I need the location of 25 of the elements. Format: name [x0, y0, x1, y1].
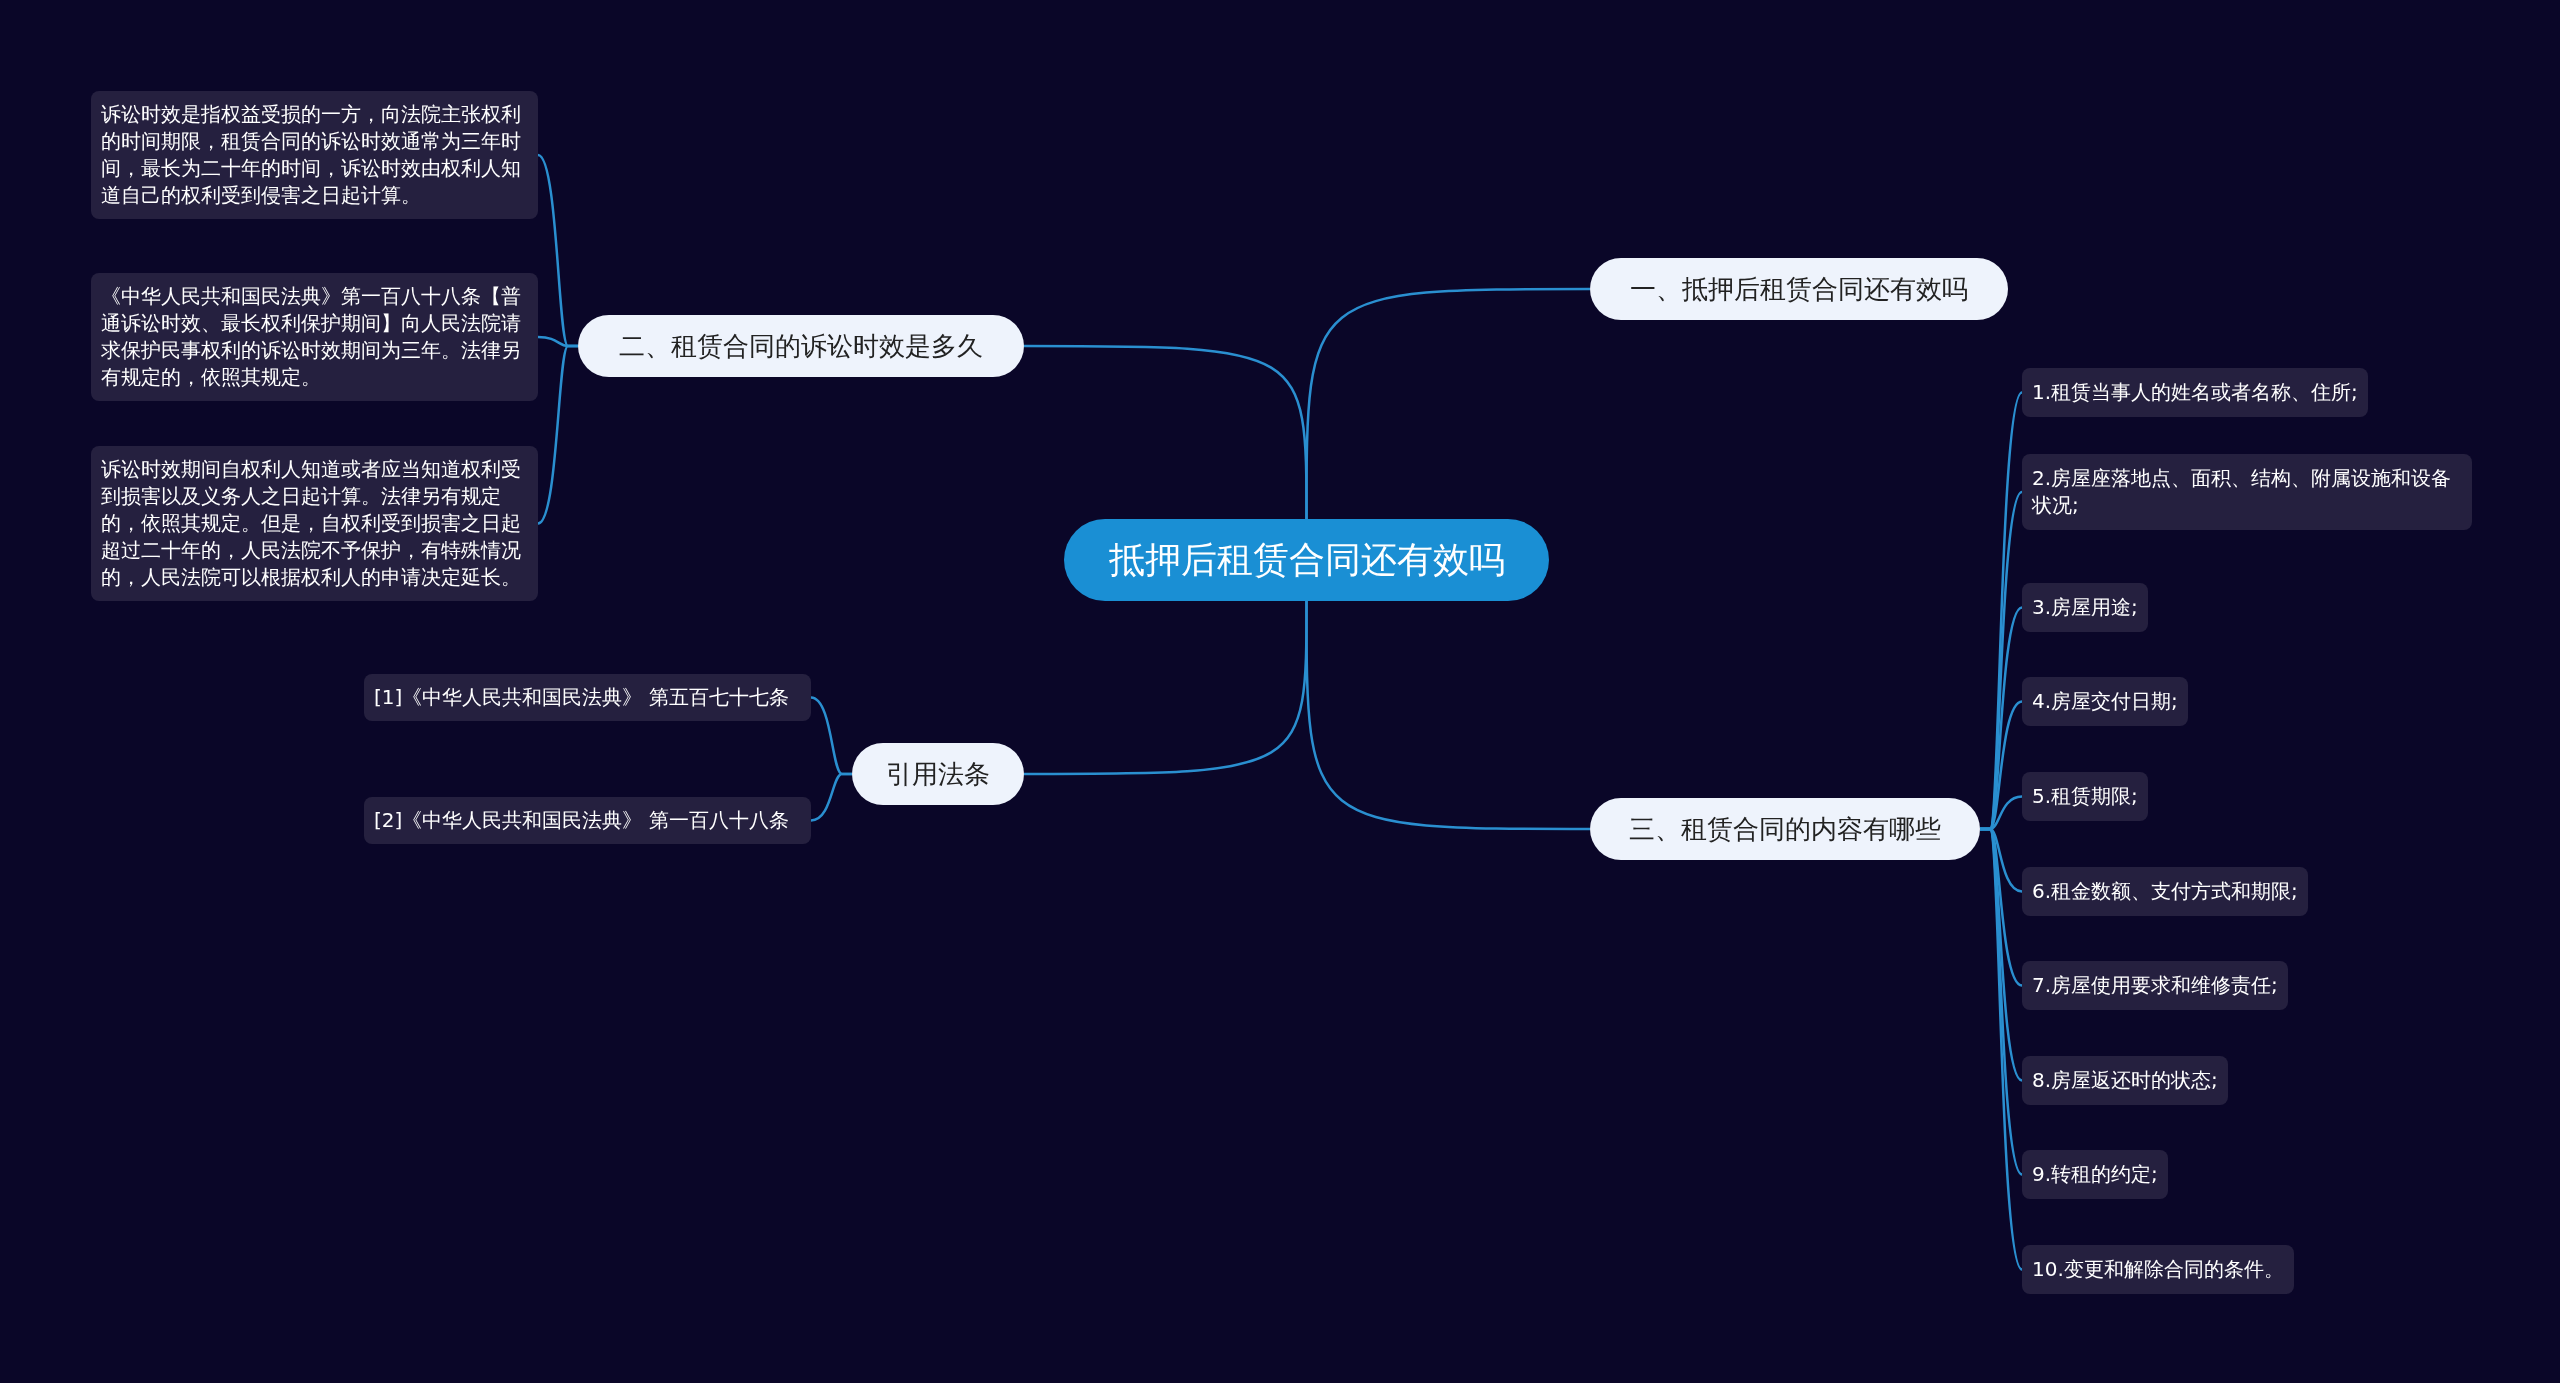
- text-card: [2]《中华人民共和国民法典》 第一百八十八条: [364, 797, 811, 844]
- branch-topic: 一、抵押后租赁合同还有效吗: [1590, 258, 2008, 320]
- list-item-card: 1.租赁当事人的姓名或者名称、住所;: [2022, 368, 2368, 417]
- list-item-card: 9.转租的约定;: [2022, 1150, 2168, 1199]
- list-item-card: 3.房屋用途;: [2022, 583, 2148, 632]
- list-item-card: 10.变更和解除合同的条件。: [2022, 1245, 2294, 1294]
- list-item-card: 6.租金数额、支付方式和期限;: [2022, 867, 2308, 916]
- connector-line: [537, 344, 578, 525]
- text-card: 诉讼时效是指权益受损的一方，向法院主张权利的时间期限，租赁合同的诉讼时效通常为三年时间，最长为二十年的时间，诉讼时效由权利人知道自己的权利受到侵害之日起计算。: [91, 91, 538, 219]
- branch-topic: 二、租赁合同的诉讼时效是多久: [578, 315, 1024, 377]
- list-item-card: 7.房屋使用要求和维修责任;: [2022, 961, 2288, 1010]
- central-topic: 抵押后租赁合同还有效吗: [1064, 519, 1549, 601]
- list-item-card: 4.房屋交付日期;: [2022, 677, 2188, 726]
- list-item-card: 2.房屋座落地点、面积、结构、附属设施和设备状况;: [2022, 454, 2472, 530]
- text-card: 诉讼时效期间自权利人知道或者应当知道权利受到损害以及义务人之日起计算。法律另有规定的，依照其规定。但是，自权利受到损害之日起超过二十年的，人民法院不予保护，有特殊情况的，人民法院可以根据权利人的申请决定延长。: [91, 446, 538, 601]
- list-item-card: 5.租赁期限;: [2022, 772, 2148, 821]
- branch-topic: 引用法条: [852, 743, 1024, 805]
- connector-line: [810, 772, 852, 822]
- connector-line: [1024, 601, 1308, 776]
- list-item-card: 8.房屋返还时的状态;: [2022, 1056, 2228, 1105]
- connector-line: [1980, 827, 2024, 1271]
- text-card: 《中华人民共和国民法典》第一百八十八条【普通诉讼时效、最长权利保护期间】向人民法院请求保护民事权利的诉讼时效期间为三年。法律另有规定的，依照其规定。: [91, 273, 538, 401]
- connector-line: [1024, 344, 1308, 519]
- text-card: [1]《中华人民共和国民法典》 第五百七十七条: [364, 674, 811, 721]
- branch-topic: 三、租赁合同的内容有哪些: [1590, 798, 1980, 860]
